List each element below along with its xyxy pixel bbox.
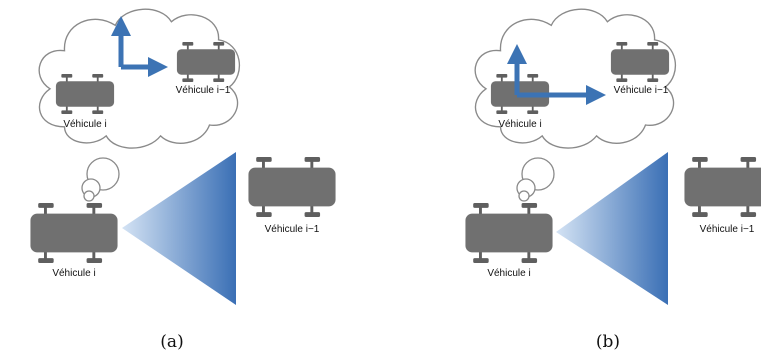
sensor-field-of-view xyxy=(556,152,668,305)
thought-vehicle-i-label: Véhicule i xyxy=(63,119,106,130)
real-vehicle-i-label: Véhicule i xyxy=(487,268,530,279)
real-vehicle-i xyxy=(465,203,553,263)
panel-b: Véhicule i Véhicule i−1 Véhicule i Véhic… xyxy=(465,8,761,352)
real-vehicle-i1-label: Véhicule i−1 xyxy=(700,224,755,235)
sensor-field-of-view xyxy=(122,152,236,305)
caption-b: (b) xyxy=(596,332,620,352)
thought-vehicle-i1-label: Véhicule i−1 xyxy=(614,85,669,96)
reference-frame-arrows xyxy=(507,44,606,105)
reference-frame-arrows xyxy=(111,16,168,77)
thought-vehicle-i1-label: Véhicule i−1 xyxy=(176,85,231,96)
real-vehicle-i xyxy=(30,203,118,263)
thought-vehicle-i-label: Véhicule i xyxy=(498,119,541,130)
thought-bubble-small xyxy=(83,190,95,202)
real-vehicle-i1 xyxy=(684,157,761,217)
caption-a: (a) xyxy=(160,332,183,352)
real-vehicle-i-label: Véhicule i xyxy=(52,268,95,279)
thought-bubble-small xyxy=(518,190,530,202)
panel-a: Véhicule i Véhicule i−1 Véhicule i Véhic… xyxy=(30,8,336,352)
real-vehicle-i1 xyxy=(248,157,336,217)
real-vehicle-i1-label: Véhicule i−1 xyxy=(265,224,320,235)
